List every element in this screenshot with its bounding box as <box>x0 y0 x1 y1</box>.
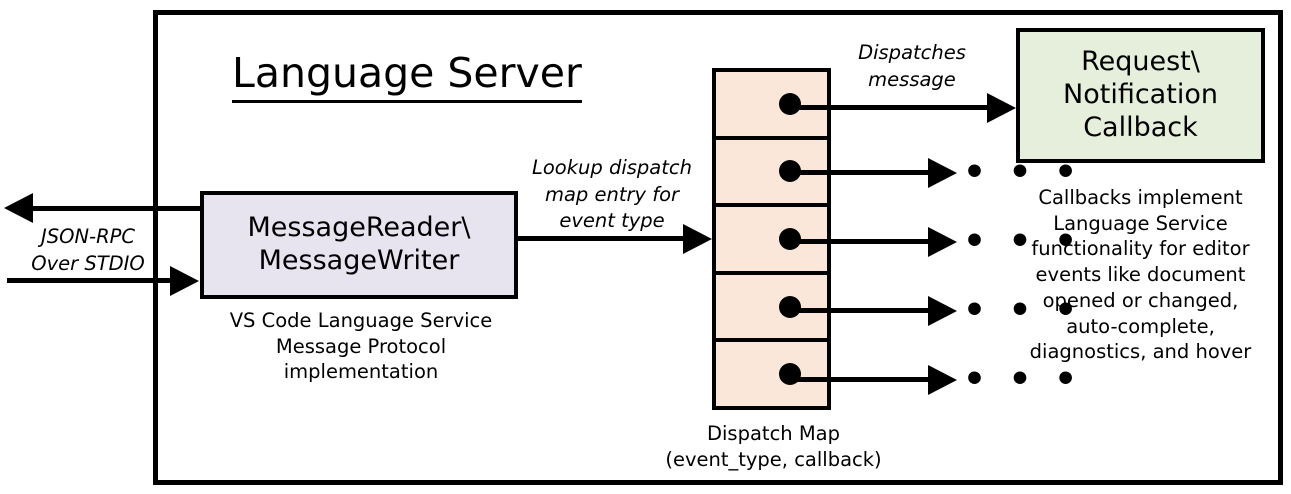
dispatches-message-label: Dispatches message <box>828 40 996 93</box>
message-reader-writer-caption: VS Code Language Service Message Protoco… <box>196 308 526 385</box>
dispatch-callback-ellipsis-3: • • • <box>963 221 1083 262</box>
dispatch-callback-line-4 <box>790 308 930 313</box>
callback-label-line-2: Notification <box>1063 79 1218 111</box>
message-reader-writer-node[interactable]: MessageReader\ MessageWriter <box>200 191 518 299</box>
transport-label-line-1: JSON-RPC <box>40 225 136 248</box>
callback-caption: Callbacks implement Language Service fun… <box>1008 185 1273 365</box>
request-notification-callback-node[interactable]: Request\ Notification Callback <box>1016 28 1265 163</box>
callback-caption-line-4: events like document <box>1035 263 1246 287</box>
dispatch-map-caption-line-2: (event_type, callback) <box>665 447 882 471</box>
callback-caption-line-6: auto-complete, <box>1066 314 1215 338</box>
dispatch-entry-dot-icon <box>779 227 801 250</box>
lookup-dispatch-label: Lookup dispatch map entry for event type <box>516 155 708 235</box>
callback-caption-line-7: diagnostics, and hover <box>1029 340 1252 364</box>
lookup-dispatch-label-line-2: map entry for <box>544 182 680 206</box>
dispatch-map-caption-line-1: Dispatch Map <box>707 422 840 445</box>
outbound-transport-arrowhead <box>4 193 33 223</box>
dispatches-message-label-line-2: message <box>868 67 956 91</box>
dispatch-callback-line-3 <box>790 239 930 244</box>
transport-label: JSON-RPC Over STDIO <box>18 224 158 277</box>
dispatch-callback-arrowhead-5 <box>928 365 957 395</box>
callback-caption-line-2: Language Service <box>1053 211 1228 235</box>
inbound-transport-arrowhead <box>170 266 199 296</box>
dispatch-callback-arrowhead-2 <box>928 158 957 188</box>
dispatch-callback-arrowhead-1 <box>987 93 1016 123</box>
message-reader-writer-caption-line-2: Message Protocol implementation <box>275 334 447 384</box>
lookup-dispatch-label-line-3: event type <box>559 209 665 233</box>
message-reader-writer-label-line-1: MessageReader\ <box>247 212 471 244</box>
dispatch-callback-line-1 <box>790 105 989 110</box>
lookup-dispatch-line <box>518 236 685 241</box>
dispatch-map-caption: Dispatch Map (event_type, callback) <box>651 421 896 472</box>
callback-caption-line-5: opened or changed, <box>1042 288 1239 312</box>
dispatch-callback-arrowhead-4 <box>928 296 957 326</box>
diagram-title: Language Server <box>232 49 652 103</box>
lookup-dispatch-label-line-1: Lookup dispatch <box>532 156 692 179</box>
dispatch-callback-ellipsis-4: • • • <box>963 290 1083 331</box>
dispatch-entry-dot-icon <box>779 295 801 318</box>
dispatch-map-row[interactable] <box>716 207 827 275</box>
language-server-boundary <box>153 10 1283 485</box>
transport-label-line-2: Over STDIO <box>31 251 145 275</box>
message-reader-writer-label-line-2: MessageWriter <box>258 245 460 276</box>
callback-label-line-3: Callback <box>1083 111 1198 143</box>
message-reader-writer-caption-line-1: VS Code Language Service <box>229 309 493 332</box>
dispatches-message-label-line-1: Dispatches <box>858 41 966 64</box>
dispatch-callback-line-5 <box>790 377 930 382</box>
dispatch-callback-ellipsis-5: • • • <box>963 359 1083 400</box>
callback-caption-line-3: functionality for editor <box>1031 237 1250 261</box>
callback-caption-line-1: Callbacks implement <box>1038 186 1243 209</box>
dispatch-callback-arrowhead-3 <box>928 227 957 257</box>
diagram-title-text: Language Server <box>232 49 582 103</box>
inbound-transport-line <box>7 278 172 283</box>
lookup-dispatch-arrowhead <box>683 224 712 254</box>
dispatch-entry-dot-icon <box>779 92 801 115</box>
dispatch-map-row[interactable] <box>716 342 827 406</box>
outbound-transport-line <box>33 206 203 211</box>
callback-label-line-1: Request\ <box>1081 46 1200 78</box>
dispatch-callback-line-2 <box>790 170 930 175</box>
